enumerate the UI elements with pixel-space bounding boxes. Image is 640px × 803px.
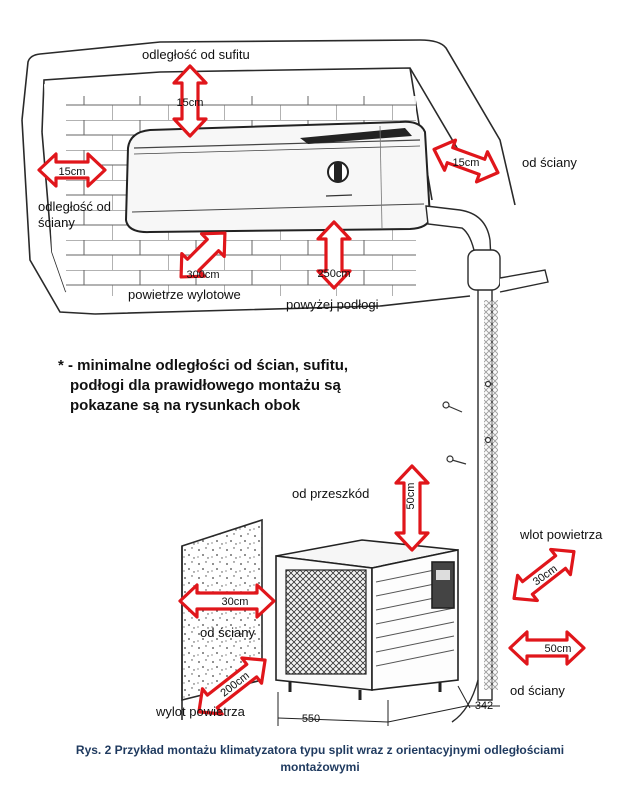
right-wall-label: od ściany	[522, 155, 577, 170]
left-wall-arrow	[37, 152, 107, 188]
air-outlet-label: wylot powietrza	[156, 704, 245, 719]
note-line-1: * - minimalne odległości od ścian, sufit…	[58, 357, 349, 374]
outdoor-right-wall-arrow	[508, 630, 586, 666]
outdoor-right-wall-distance: 50cm	[545, 643, 572, 655]
dimension-lines	[277, 685, 500, 726]
outdoor-unit	[275, 539, 459, 700]
inlet-arrow	[512, 547, 576, 603]
unit-width-dimension: 550	[302, 713, 320, 725]
floor-distance: 250cm	[317, 268, 350, 280]
distance-arrows	[37, 64, 586, 716]
left-wall-label-line2: ściany	[38, 215, 75, 230]
obstacle-label: od przeszkód	[292, 486, 370, 501]
outdoor-left-wall-label: od ściany	[200, 625, 255, 640]
outlet-arrow	[179, 231, 227, 279]
floor-arrow	[316, 220, 352, 290]
right-wall-arrow	[432, 138, 500, 184]
ceiling-label: odległość od sufitu	[142, 47, 250, 62]
left-wall-distance: 15cm	[59, 166, 86, 178]
ceiling-distance: 15cm	[177, 97, 204, 109]
refrigerant-pipe	[425, 205, 549, 723]
outdoor-left-wall-distance: 30cm	[222, 596, 249, 608]
air-inlet-label: wlot powietrza	[520, 527, 603, 542]
wall-screws	[442, 380, 492, 465]
outdoor-outlet-arrow	[197, 656, 267, 716]
outdoor-left-wall-arrow	[178, 583, 276, 619]
unit-depth-dimension: 342	[475, 700, 493, 712]
outlet-air-label: powietrze wylotowe	[128, 287, 241, 302]
installation-note: * - minimalne odległości od ścian, sufit…	[58, 356, 478, 415]
outdoor-right-wall-label: od ściany	[510, 683, 565, 698]
obstacle-arrow	[394, 464, 430, 552]
caption-line-2: montażowymi	[280, 760, 360, 775]
caption-line-1: Rys. 2 Przykład montażu klimatyzatora ty…	[75, 743, 565, 757]
figure-caption: Rys. 2 Przykład montażu klimatyzatora ty…	[0, 742, 640, 777]
above-floor-label: powyżej podłogi	[286, 297, 379, 312]
indoor-unit	[124, 120, 432, 234]
outlet-distance: 300cm	[186, 269, 219, 281]
left-wall-label-line1: odległość od	[38, 199, 111, 214]
note-line-2: podłogi dla prawidłowego montażu są	[70, 376, 341, 394]
ceiling-arrow	[172, 64, 208, 138]
obstacle-distance: 50cm	[405, 483, 417, 510]
note-line-3: pokazane są na rysunkach obok	[70, 396, 301, 414]
right-wall-distance: 15cm	[453, 157, 480, 169]
